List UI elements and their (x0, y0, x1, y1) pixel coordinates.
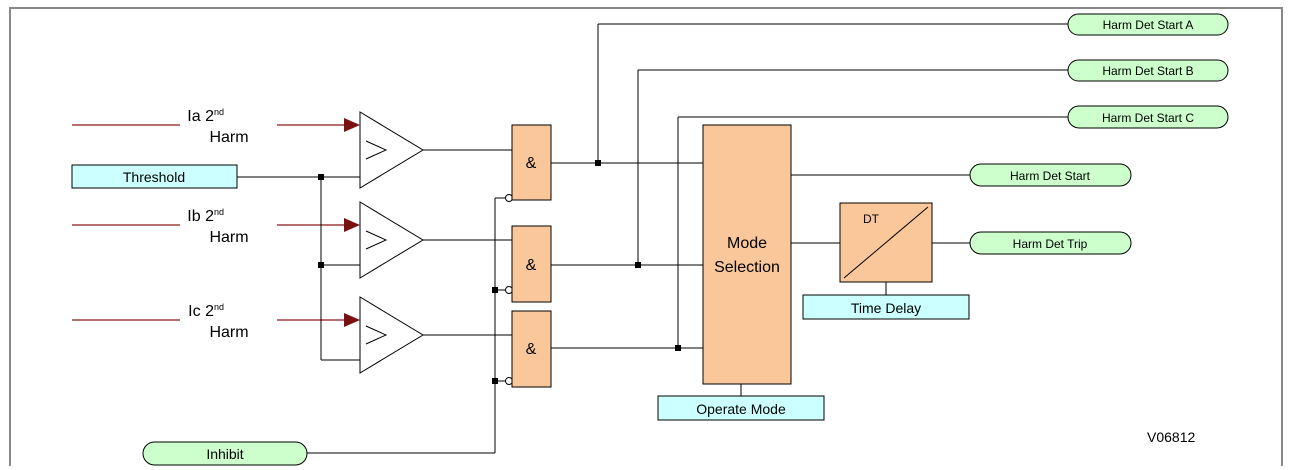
and-gate-a: & (511, 124, 552, 201)
dt-timer-block: DT (839, 202, 933, 283)
input-harm-ib: Harm (209, 229, 248, 246)
svg-text:DT: DT (863, 212, 880, 226)
svg-text:&: & (526, 341, 537, 358)
svg-text:Mode: Mode (727, 235, 767, 252)
input-label-ia: Ia 2nd (187, 107, 224, 125)
output-start-b: Harm Det Start B (1067, 59, 1229, 82)
output-trip: Harm Det Trip (969, 231, 1132, 255)
operate-mode-setting: Operate Mode (657, 395, 825, 421)
comparator-b (359, 201, 424, 279)
diagram-id: V06812 (1147, 429, 1195, 445)
input-lines (72, 124, 348, 321)
comparator-a (359, 111, 424, 189)
svg-text:Inhibit: Inhibit (206, 446, 243, 462)
input-label-ib: Ib 2nd (187, 207, 224, 225)
and-gate-b: & (511, 225, 552, 303)
svg-text:Harm Det Start C: Harm Det Start C (1102, 111, 1194, 125)
svg-text:Harm Det Start: Harm Det Start (1010, 169, 1091, 183)
svg-text:Threshold: Threshold (123, 169, 185, 185)
input-arrows (344, 118, 360, 327)
svg-text:Harm Det Trip: Harm Det Trip (1013, 237, 1088, 251)
comparator-c (359, 296, 424, 374)
output-start-a: Harm Det Start A (1067, 13, 1229, 36)
svg-text:Selection: Selection (714, 259, 780, 276)
and-gate-c: & (511, 310, 552, 388)
mode-selection-block: Mode Selection (702, 124, 792, 385)
output-start: Harm Det Start (969, 163, 1132, 187)
inversion-bubbles (505, 194, 513, 385)
svg-text:Operate Mode: Operate Mode (696, 401, 786, 417)
time-delay-setting: Time Delay (802, 294, 970, 320)
input-harm-ia: Harm (209, 129, 248, 146)
junction-dots (318, 160, 681, 384)
input-harm-ic: Harm (209, 324, 248, 341)
inhibit-signal: Inhibit (142, 441, 308, 466)
svg-text:&: & (526, 257, 537, 274)
svg-text:Harm Det Start A: Harm Det Start A (1103, 18, 1194, 32)
output-start-c: Harm Det Start C (1067, 105, 1229, 129)
threshold-setting: Threshold (71, 164, 238, 189)
svg-text:&: & (526, 155, 537, 172)
diagram-frame (9, 7, 1283, 466)
svg-text:Time Delay: Time Delay (851, 300, 921, 316)
input-label-ic: Ic 2nd (188, 302, 224, 320)
svg-text:Harm Det Start B: Harm Det Start B (1102, 64, 1193, 78)
